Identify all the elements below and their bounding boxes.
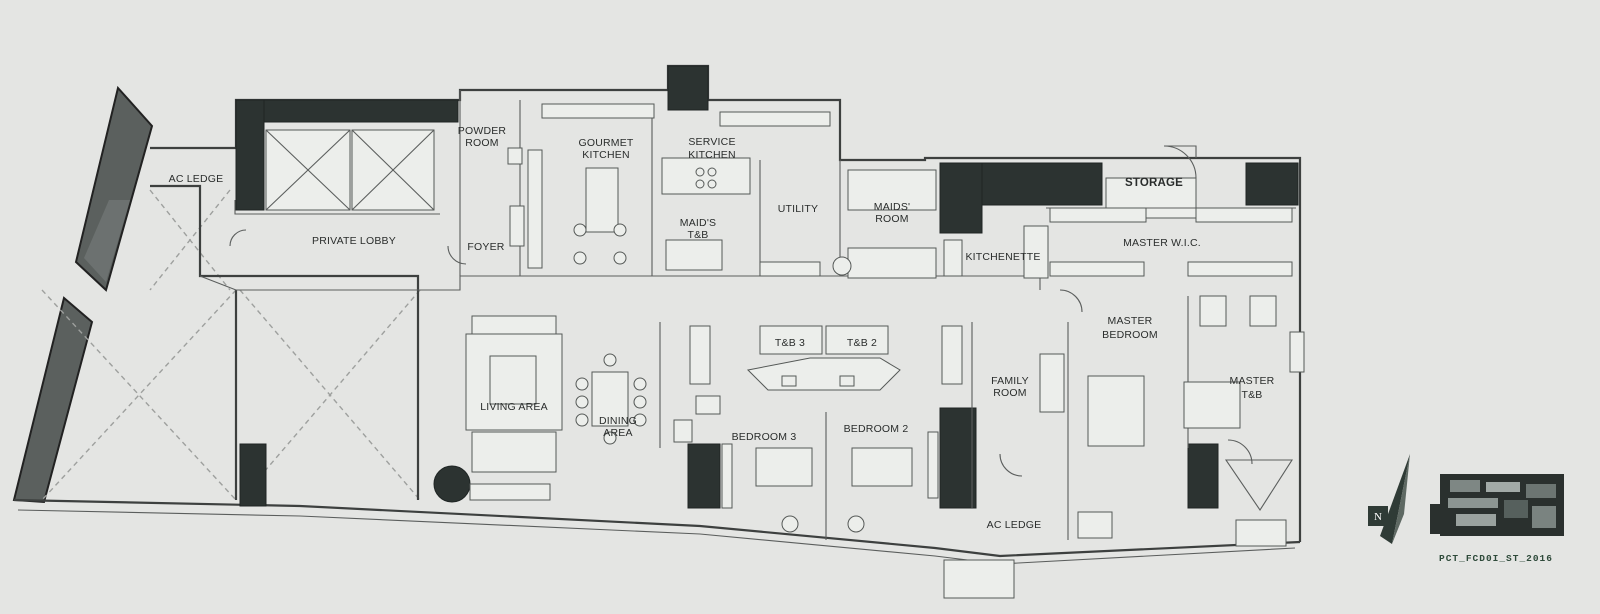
label-bedroom-2: BEDROOM 2 [844, 423, 909, 435]
key-plan-thumbnail [1430, 474, 1564, 536]
label-family-room-2: ROOM [993, 387, 1026, 399]
label-maids-room-1: MAIDS' [874, 201, 910, 213]
label-master-tb-1: MASTER [1230, 375, 1275, 387]
kitchen-block [459, 90, 937, 279]
label-ac-ledge-bottom: AC LEDGE [987, 519, 1042, 531]
label-dining-area-1: DINING [599, 415, 637, 427]
label-maids-tb-1: MAID'S [680, 217, 716, 229]
label-master-tb-2: T&B [1241, 389, 1262, 401]
label-powder-room-1: POWDER [458, 125, 507, 137]
label-gourmet-kitchen-2: KITCHEN [582, 149, 630, 161]
elevator-lobby [229, 129, 467, 265]
label-kitchenette: KITCHENETTE [965, 251, 1040, 263]
master-wing [943, 295, 1305, 599]
label-tb3: T&B 3 [775, 337, 805, 349]
label-utility: UTILITY [778, 203, 819, 215]
terrace-diagonals [41, 189, 421, 501]
label-service-kitchen-1: SERVICE [688, 136, 735, 148]
label-living-area: LIVING AREA [480, 401, 548, 413]
drawing-code: PCT_FCD0I_ST_2016 [1439, 553, 1553, 564]
label-maids-room-2: ROOM [875, 213, 908, 225]
label-family-room-1: FAMILY [991, 375, 1029, 387]
label-service-kitchen-2: KITCHEN [688, 149, 736, 161]
left-glazing [12, 85, 154, 504]
label-powder-room-2: ROOM [465, 137, 498, 149]
bedroom-wing [659, 322, 973, 540]
north-label: N [1374, 511, 1382, 523]
structural-columns [235, 65, 1299, 509]
north-arrow: N [1368, 454, 1410, 544]
living-dining-furniture [465, 315, 647, 501]
label-private-lobby: PRIVATE LOBBY [312, 235, 396, 247]
label-storage: STORAGE [1125, 177, 1183, 189]
label-master-bedroom-2: BEDROOM [1102, 329, 1158, 341]
master-wic-block [943, 145, 1296, 313]
label-gourmet-kitchen-1: GOURMET [578, 137, 633, 149]
label-foyer: FOYER [467, 241, 504, 253]
label-master-wic: MASTER W.I.C. [1123, 237, 1201, 249]
label-master-bedroom-1: MASTER [1108, 315, 1153, 327]
label-ac-ledge-left: AC LEDGE [169, 173, 224, 185]
label-tb2: T&B 2 [847, 337, 877, 349]
room-labels: AC LEDGE POWDER ROOM GOURMET KITCHEN SER… [169, 125, 1275, 531]
label-bedroom-3: BEDROOM 3 [732, 431, 797, 443]
label-dining-area-2: AREA [603, 427, 632, 439]
label-maids-tb-2: T&B [687, 229, 708, 241]
